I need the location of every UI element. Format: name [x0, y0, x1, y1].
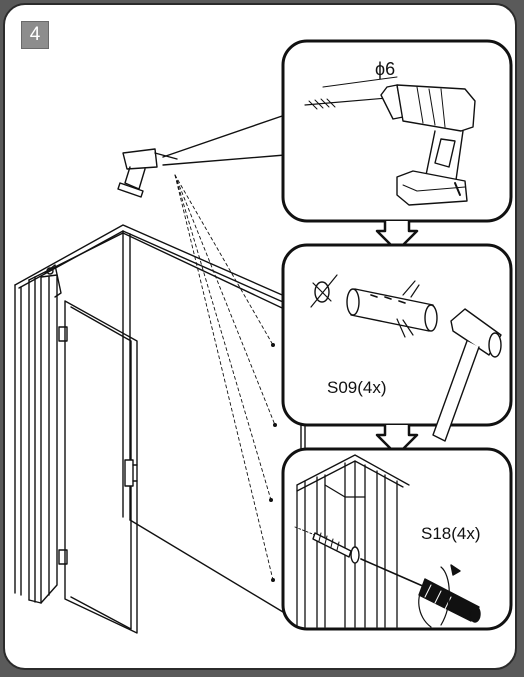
drill-icon	[380, 84, 476, 206]
small-drill-icon	[117, 148, 178, 198]
rotation-arrow-icon	[418, 564, 461, 628]
hammer-icon	[432, 308, 502, 442]
screw-part-label: S18(4x)	[421, 524, 481, 543]
step-number-badge: 4	[21, 21, 49, 49]
instruction-page: 4	[3, 3, 517, 670]
drill-hole-guides	[174, 174, 276, 581]
drill-bit-size-label: ϕ6	[375, 59, 395, 79]
wall-profile	[296, 454, 410, 628]
wall-plug-icon	[346, 280, 438, 338]
assembly-illustration: S09(4x)	[14, 39, 513, 634]
drill-panel	[281, 39, 513, 223]
shower-enclosure	[14, 224, 306, 634]
anchor-panel: S09(4x)	[281, 243, 513, 442]
anchor-part-label: S09(4x)	[327, 378, 387, 397]
no-drill-icon	[310, 274, 338, 308]
screw-icon	[294, 526, 360, 564]
screw-panel: S18(4x)	[281, 447, 513, 631]
